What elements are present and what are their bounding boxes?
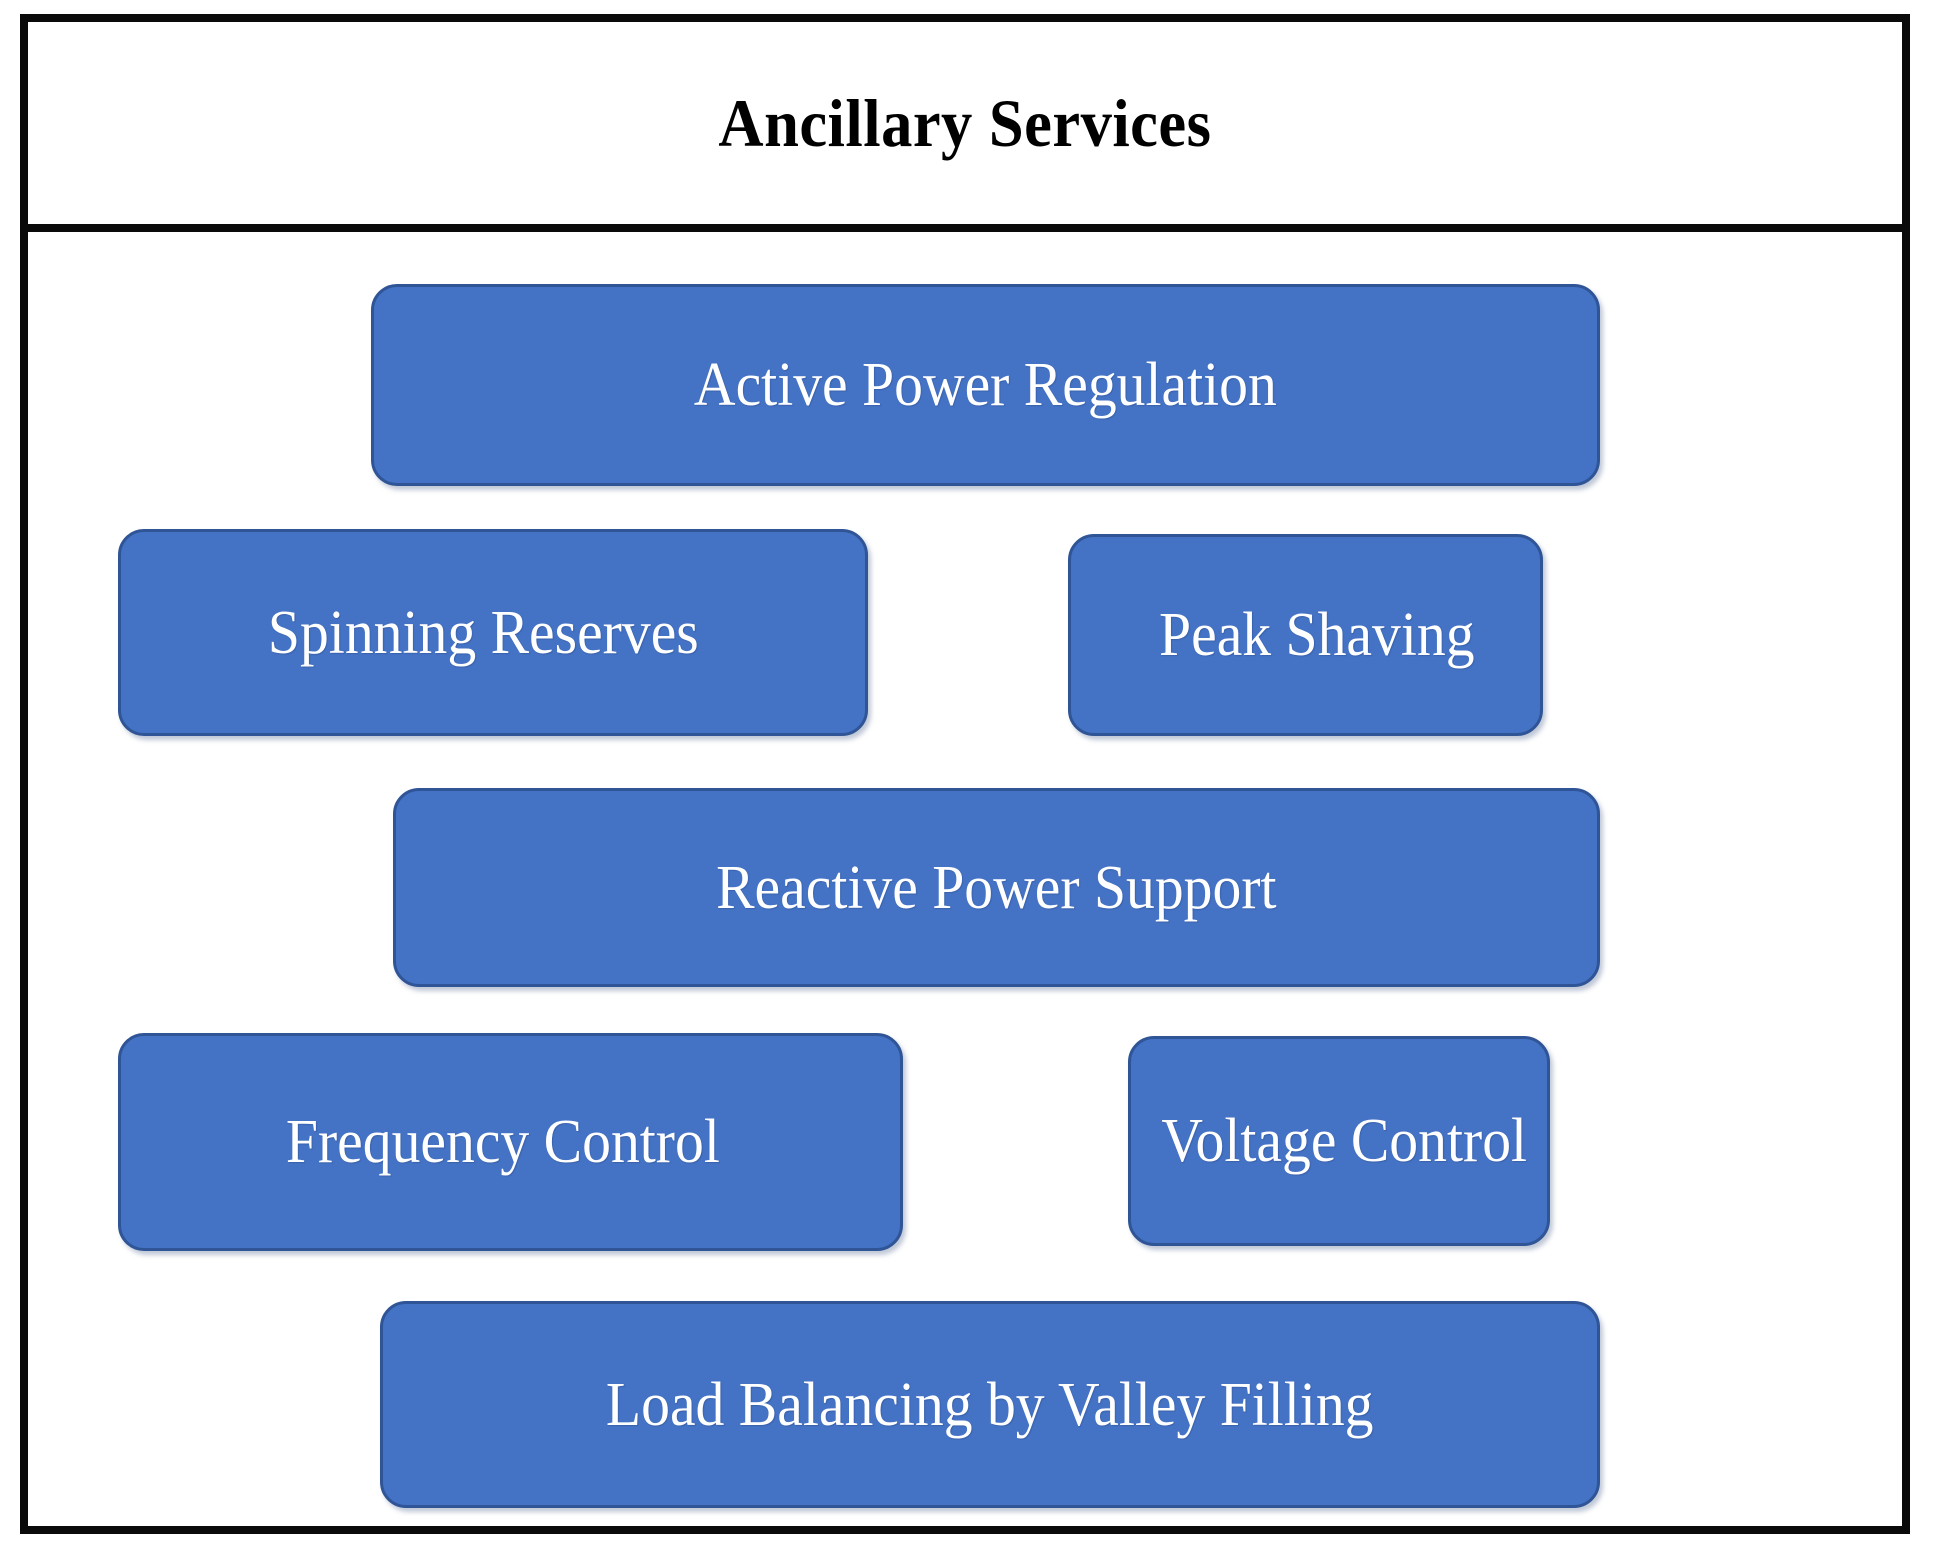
node-label-active-power-regulation: Active Power Regulation [694,351,1277,419]
node-label-frequency-control: Frequency Control [286,1108,721,1176]
node-frequency-control[interactable]: Frequency Control [118,1033,903,1251]
ancillary-services-frame: Ancillary Services Active Power Regulati… [20,14,1910,1534]
node-reactive-power-support[interactable]: Reactive Power Support [393,788,1600,987]
page-title: Ancillary Services [718,85,1212,161]
node-load-balancing-valley-filling[interactable]: Load Balancing by Valley Filling [380,1301,1600,1508]
node-label-load-balancing-valley-filling: Load Balancing by Valley Filling [606,1370,1374,1439]
node-label-reactive-power-support: Reactive Power Support [716,853,1277,922]
node-voltage-control[interactable]: Voltage Control [1128,1036,1550,1246]
node-label-voltage-control: Voltage Control [1161,1107,1528,1175]
node-spinning-reserves[interactable]: Spinning Reserves [118,529,868,736]
diagram-header: Ancillary Services [28,22,1902,232]
node-label-spinning-reserves: Spinning Reserves [268,598,700,667]
node-peak-shaving[interactable]: Peak Shaving [1068,534,1543,736]
node-label-peak-shaving: Peak Shaving [1158,601,1475,669]
node-active-power-regulation[interactable]: Active Power Regulation [371,284,1600,486]
diagram-body: Active Power Regulation Spinning Reserve… [28,232,1902,1526]
